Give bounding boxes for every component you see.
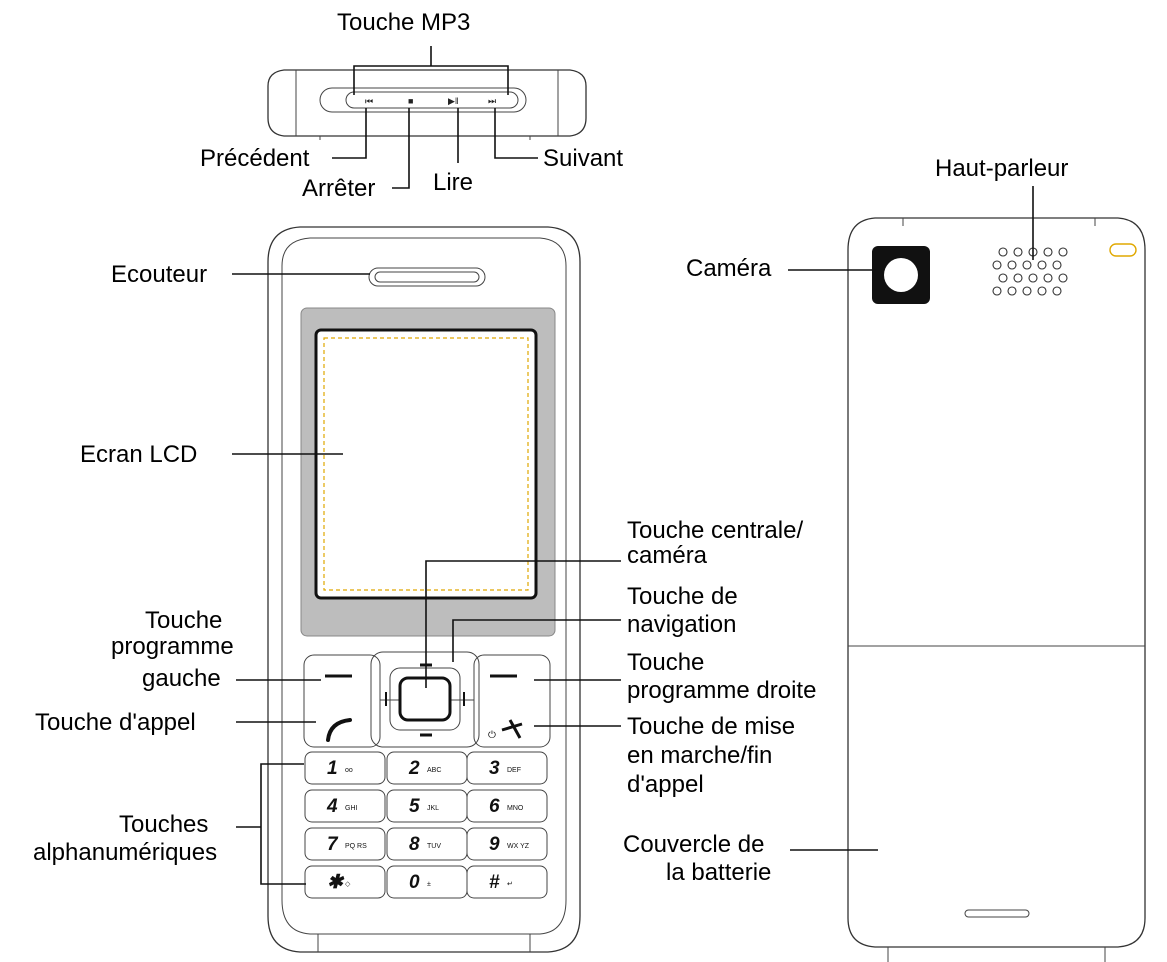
speaker-hole — [1013, 273, 1023, 283]
label-power-line3: d'appel — [627, 771, 704, 798]
svg-text:⏭: ⏭ — [488, 96, 496, 106]
label-left-soft-line2: programme — [111, 633, 234, 660]
speaker-hole — [1022, 260, 1032, 270]
keypad-key-letters: JKL — [427, 805, 439, 812]
speaker-hole — [1037, 286, 1047, 296]
keypad-key[interactable]: 6 MNO — [466, 789, 548, 823]
speaker-hole — [1058, 273, 1068, 283]
keypad-key-letters: oo — [345, 767, 353, 774]
label-play: Lire — [433, 169, 473, 196]
speaker-hole — [992, 260, 1002, 270]
keypad-key-digit: 5 — [409, 796, 420, 817]
keypad-key-letters: TUV — [427, 843, 441, 850]
speaker-hole — [1043, 273, 1053, 283]
svg-text:▶‖: ▶‖ — [448, 96, 459, 106]
speaker-hole — [1007, 260, 1017, 270]
camera-lens — [884, 258, 918, 292]
center-camera-key[interactable] — [398, 676, 452, 722]
keypad-key-letters: DEF — [507, 767, 521, 774]
svg-text:⏮: ⏮ — [365, 96, 373, 106]
phone-back-view — [847, 217, 1146, 962]
keypad-key[interactable]: 5 JKL — [386, 789, 468, 823]
label-right-soft-line1: Touche — [627, 649, 704, 676]
keypad-key-letters: ↵ — [507, 881, 513, 888]
speaker-grille — [992, 247, 1068, 296]
keypad-key[interactable]: 8 TUV — [386, 827, 468, 861]
label-next: Suivant — [543, 145, 623, 172]
navigation-ring[interactable] — [370, 651, 480, 748]
keypad-key-digit: 8 — [409, 834, 420, 855]
speaker-hole — [1022, 286, 1032, 296]
keypad-key[interactable]: 9 WX YZ — [466, 827, 548, 861]
keypad-key[interactable]: 7 PQ RS — [304, 827, 386, 861]
keypad-key-digit: 9 — [489, 834, 500, 855]
keypad-key-letters: ± — [427, 881, 431, 888]
keypad-key-digit: # — [489, 872, 500, 893]
speaker-hole — [998, 273, 1008, 283]
label-power-line1: Touche de mise — [627, 713, 795, 740]
speaker-hole — [1028, 273, 1038, 283]
keypad-key[interactable]: 1 oo — [304, 751, 386, 785]
speaker-hole — [1007, 286, 1017, 296]
svg-text:⏻: ⏻ — [488, 730, 496, 741]
keypad-key[interactable]: ✱◇ — [304, 865, 386, 899]
keypad-key-digit: 4 — [326, 796, 338, 817]
keypad-key-digit: 6 — [489, 796, 500, 817]
keypad-key[interactable]: #↵ — [466, 865, 548, 899]
label-stop: Arrêter — [302, 175, 375, 202]
keypad-key-letters: ◇ — [345, 881, 351, 888]
speaker-hole — [1058, 247, 1068, 257]
speaker-hole — [1052, 286, 1062, 296]
label-left-soft-line3: gauche — [142, 665, 221, 692]
label-right-soft-line2: programme droite — [627, 677, 816, 704]
label-speaker: Haut-parleur — [935, 155, 1068, 182]
phone-top-view: ⏮ ■ ▶‖ ⏭ — [267, 69, 587, 140]
label-previous: Précédent — [200, 145, 310, 172]
label-nav-line1: Touche de — [627, 583, 738, 610]
label-call-key: Touche d'appel — [35, 709, 196, 736]
label-center-key-line2: caméra — [627, 542, 708, 569]
keypad-key-letters: ABC — [427, 767, 441, 774]
label-alnum-line1: Touches — [119, 811, 208, 838]
label-nav-line2: navigation — [627, 611, 736, 638]
speaker-hole — [992, 286, 1002, 296]
label-left-soft-line1: Touche — [145, 607, 222, 634]
label-camera: Caméra — [686, 255, 772, 282]
phone-front-view: ⏻ 1 oo 2 ABC 3 DEF 4 GHI 5 JKL 6 MNO 7 PQ RS 8 TUV 9 WX Y… — [267, 226, 581, 953]
label-alnum-line2: alphanumériques — [33, 839, 217, 866]
keypad-key[interactable]: 2 ABC — [386, 751, 468, 785]
keypad-key-digit: 2 — [408, 758, 420, 779]
keypad-key-digit: 1 — [327, 758, 338, 779]
keypad-key-letters: GHI — [345, 805, 358, 812]
keypad-key-digit: ✱ — [327, 872, 345, 893]
earpiece-slot — [368, 267, 486, 287]
keypad-key-letters: WX YZ — [507, 843, 530, 850]
keypad-key-letters: PQ RS — [345, 843, 367, 850]
keypad-key-letters: MNO — [507, 805, 524, 812]
svg-text:■: ■ — [408, 96, 413, 106]
label-lcd: Ecran LCD — [80, 441, 197, 468]
label-center-key-line1: Touche centrale/ — [627, 517, 803, 544]
keypad: 1 oo 2 ABC 3 DEF 4 GHI 5 JKL 6 MNO 7 PQ RS 8 TUV 9 WX YZ ✱… — [304, 751, 548, 899]
speaker-hole — [998, 247, 1008, 257]
label-earpiece: Ecouteur — [111, 261, 207, 288]
speaker-hole — [1037, 260, 1047, 270]
keypad-key-digit: 0 — [409, 872, 420, 893]
speaker-hole — [1043, 247, 1053, 257]
label-power-line2: en marche/fin — [627, 742, 772, 769]
lcd-screen — [314, 328, 538, 600]
keypad-key[interactable]: 0± — [386, 865, 468, 899]
label-mp3-key: Touche MP3 — [337, 9, 470, 36]
label-battery-line1: Couvercle de — [623, 831, 764, 858]
keypad-key-digit: 7 — [327, 834, 339, 855]
keypad-key[interactable]: 3 DEF — [466, 751, 548, 785]
label-battery-line2: la batterie — [666, 859, 771, 886]
keypad-key-digit: 3 — [489, 758, 500, 779]
speaker-hole — [1052, 260, 1062, 270]
keypad-key[interactable]: 4 GHI — [304, 789, 386, 823]
speaker-hole — [1013, 247, 1023, 257]
